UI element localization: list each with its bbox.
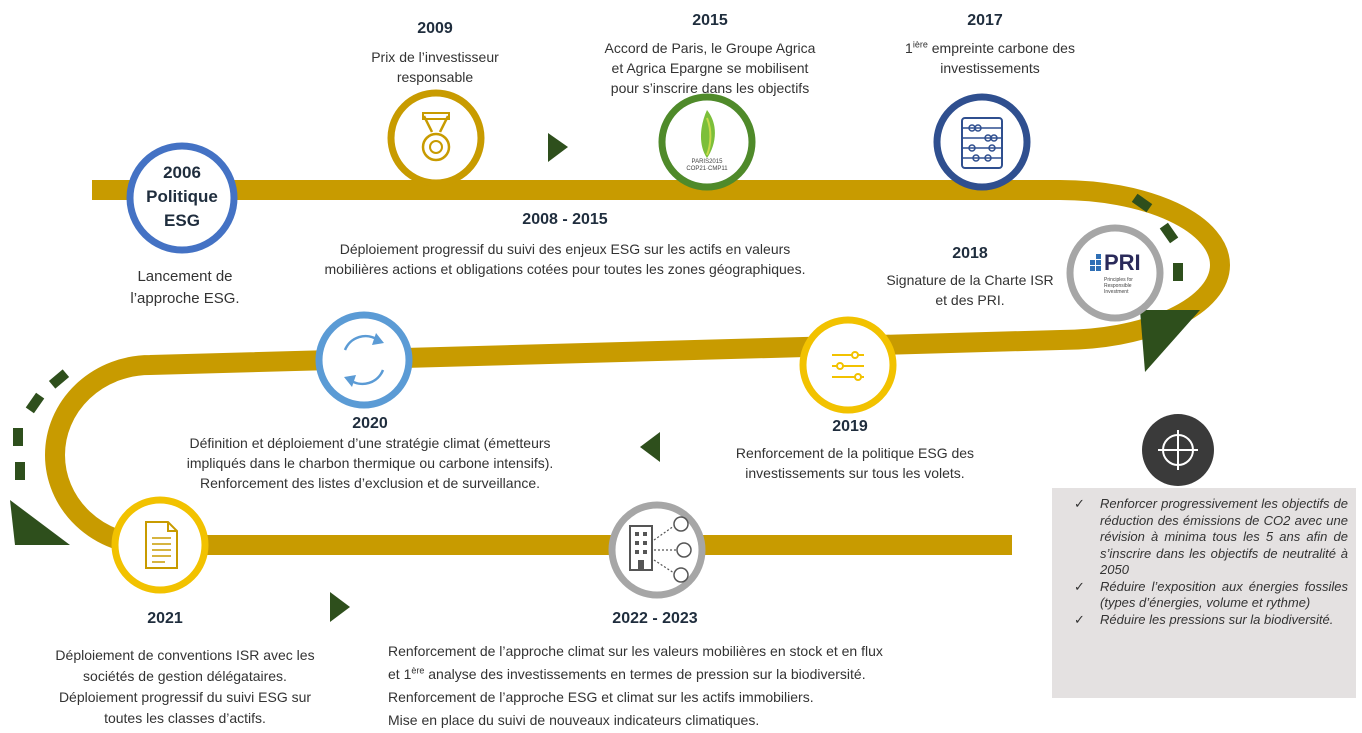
pri-sub-line: Principles for <box>1104 277 1133 283</box>
objective-text: Réduire les pressions sur la biodiversit… <box>1100 611 1334 627</box>
desc-line: Signature de la Charte ISR <box>886 272 1054 288</box>
desc-line: l’approche ESG. <box>130 290 240 307</box>
desc-line: 1ière empreinte carbone des <box>860 38 1120 58</box>
milestone-2006-label: 2006 Politique ESG <box>132 161 232 233</box>
desc-part: analyse des investissements en termes de… <box>424 666 866 682</box>
desc-line: Mise en place du suivi de nouveaux indic… <box>388 712 760 728</box>
milestone-2022-2023-year: 2022 - 2023 <box>612 610 698 627</box>
desc-line: Renforcement de l’approche climat sur le… <box>388 643 883 659</box>
cop21-logo-line: COP21·CMP11 <box>686 166 728 172</box>
pri-sub-line: Investment <box>1104 289 1129 295</box>
desc-line: pour s’inscrire dans les objectifs <box>610 80 810 96</box>
desc-line: responsable <box>396 69 474 85</box>
milestone-2017-year: 2017 <box>967 12 1003 29</box>
desc-line: Renforcement de la politique ESG des <box>735 445 975 461</box>
desc-line: Renforcement des listes d’exclusion et d… <box>199 475 541 491</box>
arrow-right-1 <box>548 133 568 162</box>
desc-line: Lancement de <box>137 268 233 285</box>
milestone-2006-title-line1: Politique <box>146 187 218 206</box>
milestone-2017-description: 1ière empreinte carbone des investisseme… <box>860 38 1120 78</box>
objective-item: ✓ Renforcer progressivement les objectifs… <box>1074 496 1348 579</box>
medal-icon <box>387 89 485 187</box>
pri-logo-subtitle: Principles for Responsible Investment <box>1104 277 1133 295</box>
building-network-icon <box>608 501 706 599</box>
desc-line: mobilières actions et obligations cotées… <box>324 261 806 277</box>
curve-arrow-right <box>1131 193 1200 372</box>
desc-line: Définition et déploiement d’une stratégi… <box>189 435 551 451</box>
circle-2006 <box>126 142 238 254</box>
milestone-2008-2015-year: 2008 - 2015 <box>522 211 608 228</box>
cop21-logo-text: PARIS2015 COP21·CMP11 <box>672 159 742 173</box>
pri-logo-icon <box>1066 224 1164 322</box>
milestone-2018-year: 2018 <box>952 245 988 262</box>
pri-sub-line: Responsible <box>1104 283 1132 289</box>
objectives-box: ✓ Renforcer progressivement les objectifs… <box>1052 488 1356 698</box>
desc-line: sociétés de gestion délégataires. <box>83 668 287 684</box>
cop21-logo-line: PARIS2015 <box>691 159 723 165</box>
road-path <box>45 180 1230 555</box>
desc-sup: ère <box>411 665 425 676</box>
desc-part: 1 <box>905 40 913 56</box>
desc-line: et Agrica Epargne se mobilisent <box>611 60 809 76</box>
milestone-2008-2015-description: Déploiement progressif du suivi des enje… <box>270 239 860 279</box>
milestone-2019-year: 2019 <box>832 418 868 435</box>
milestone-2006-title-line2: ESG <box>164 211 200 230</box>
milestone-2009-year: 2009 <box>417 20 453 37</box>
milestone-2022-2023-description: Renforcement de l’approche climat sur le… <box>388 640 988 732</box>
objective-item: ✓ Réduire l’exposition aux énergies fossi… <box>1074 579 1348 612</box>
objective-item: ✓ Réduire les pressions sur la biodiversi… <box>1074 612 1348 629</box>
milestone-2021-year: 2021 <box>147 610 183 627</box>
desc-line: et des PRI. <box>935 292 1005 308</box>
milestone-2020-year: 2020 <box>352 415 388 432</box>
desc-line: investissements <box>940 60 1040 76</box>
milestone-2009-description: Prix de l’investisseur responsable <box>330 47 540 87</box>
milestone-2019-description: Renforcement de la politique ESG des inv… <box>705 443 1005 483</box>
desc-part: empreinte carbone des <box>927 40 1075 56</box>
desc-line: Déploiement progressif du suivi des enje… <box>339 241 791 257</box>
desc-line: impliqués dans le charbon thermique ou c… <box>186 455 554 471</box>
desc-line: investissements sur tous les volets. <box>745 465 965 481</box>
desc-part: et 1 <box>388 666 412 682</box>
objectives-list: ✓ Renforcer progressivement les objectifs… <box>1074 496 1348 628</box>
milestone-2015-year: 2015 <box>692 12 728 29</box>
milestone-2020-description: Définition et déploiement d’une stratégi… <box>140 433 600 493</box>
cop21-leaf-icon <box>658 93 756 191</box>
milestone-2006-year: 2006 <box>163 163 201 182</box>
milestone-2015-description: Accord de Paris, le Groupe Agrica et Agr… <box>570 38 850 98</box>
arrow-left-1 <box>640 432 660 462</box>
desc-line: Déploiement de conventions ISR avec les <box>55 647 315 663</box>
objective-text: Réduire l’exposition aux énergies fossil… <box>1100 578 1348 611</box>
document-icon <box>111 496 209 594</box>
check-icon: ✓ <box>1074 578 1085 594</box>
sliders-icon <box>799 316 897 414</box>
desc-line: Accord de Paris, le Groupe Agrica <box>604 40 816 56</box>
milestone-2006-description: Lancement de l’approche ESG. <box>110 266 260 310</box>
desc-line: toutes les classes d’actifs. <box>104 710 266 726</box>
desc-sup: ière <box>912 39 928 50</box>
curve-arrow-left <box>10 369 70 545</box>
refresh-cycle-icon <box>315 311 413 409</box>
desc-line: Déploiement progressif du suivi ESG sur <box>58 689 312 705</box>
desc-line: Renforcement de l’approche ESG et climat… <box>388 689 814 705</box>
check-icon: ✓ <box>1074 496 1085 511</box>
desc-line: et 1ère analyse des investissements en t… <box>388 663 988 686</box>
objective-text: Renforcer progressivement les objectifs … <box>1100 496 1348 577</box>
check-icon: ✓ <box>1074 611 1085 627</box>
pri-logo-text: PRI <box>1104 250 1141 275</box>
milestone-2018-description: Signature de la Charte ISR et des PRI. <box>868 270 1072 310</box>
abacus-icon <box>933 93 1031 191</box>
target-crosshair-icon <box>1142 414 1214 486</box>
desc-line: Prix de l’investisseur <box>371 49 499 65</box>
arrow-right-2 <box>330 592 350 622</box>
milestone-2021-description: Déploiement de conventions ISR avec les … <box>25 645 345 729</box>
